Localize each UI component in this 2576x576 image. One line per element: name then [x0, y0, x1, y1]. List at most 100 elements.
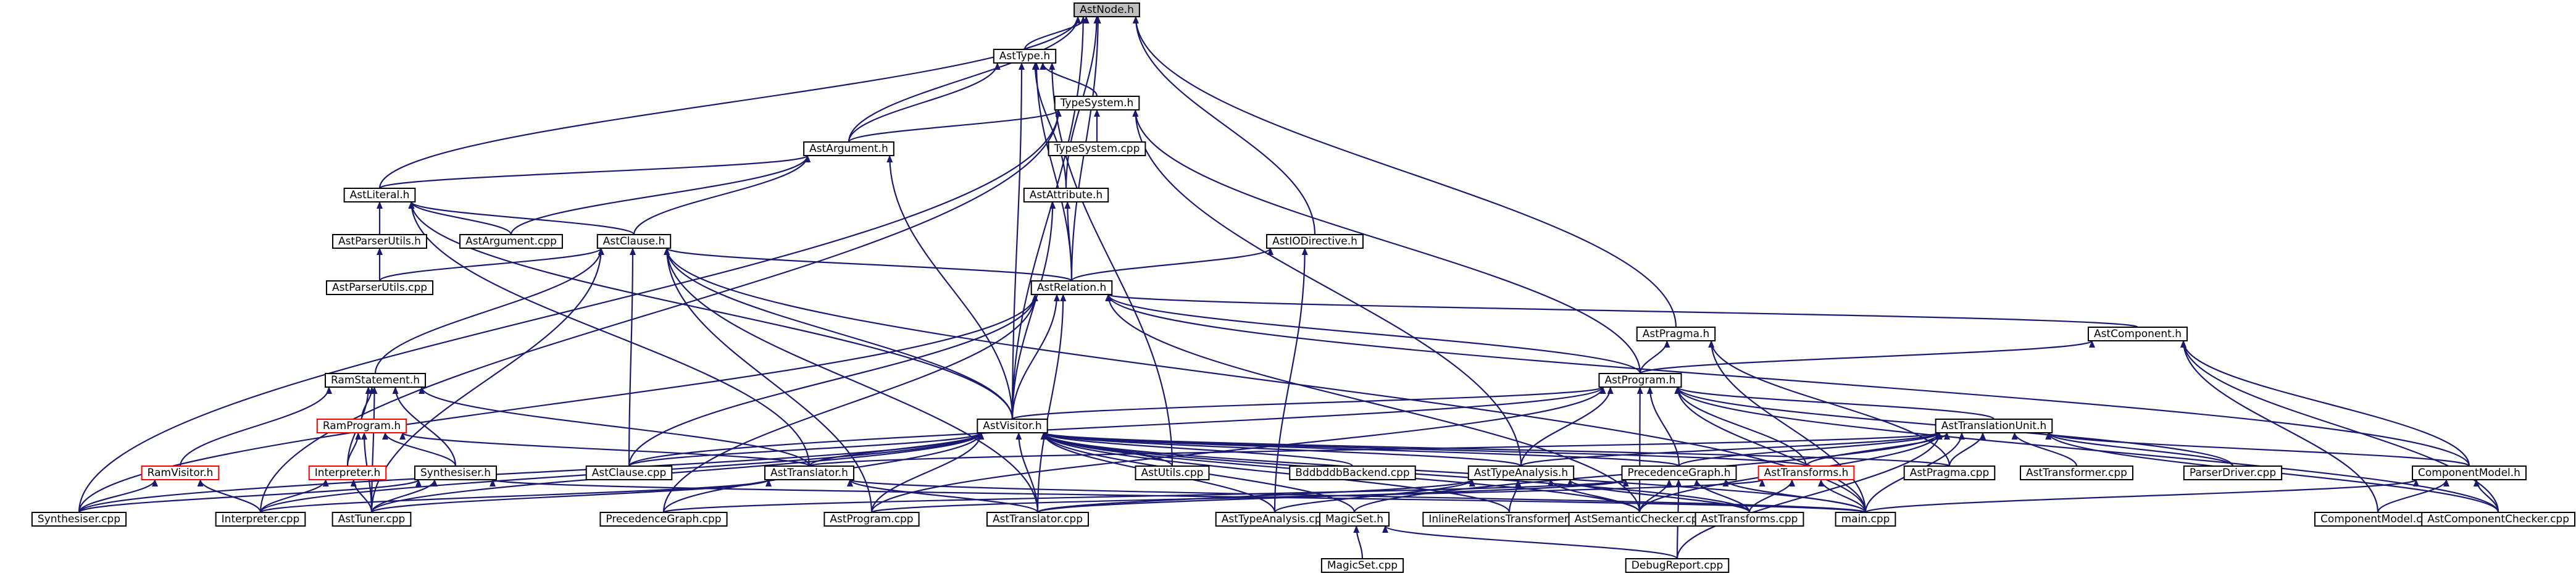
node-box — [1320, 558, 1404, 573]
node-magic-set-cpp[interactable]: MagicSet.cpp — [1320, 558, 1404, 573]
node-label: Synthesiser.h — [420, 467, 491, 479]
edge-ast-visitor-to-ast-attribute — [1011, 201, 1056, 420]
edge-ast-clause-cpp-to-ast-clause — [628, 248, 636, 467]
edge-synthesiser-cpp-to-synthesiser — [78, 478, 422, 514]
edge-ast-translator-cpp-to-ast-clause — [664, 248, 1039, 513]
edge-main-cpp-to-ast-translator — [847, 478, 1867, 514]
node-ast-clause[interactable]: AstClause.h — [596, 234, 672, 249]
edge-ast-clause-to-ast-argument — [633, 155, 811, 235]
edge-main-cpp-to-ast-program — [1674, 386, 1867, 513]
node-ast-type-analysis[interactable]: AstTypeAnalysis.h — [1467, 465, 1575, 480]
edge-ast-clause-cpp-to-ast-visitor — [628, 432, 985, 467]
node-ast-translator-cpp[interactable]: AstTranslator.cpp — [986, 512, 1090, 527]
edge-ast-semantic-checker-cpp-to-ast-relation — [1105, 294, 1641, 513]
node-type-system[interactable]: TypeSystem.h — [1054, 96, 1140, 111]
node-box — [1135, 465, 1210, 480]
node-parser-driver-cpp[interactable]: ParserDriver.cpp — [2183, 465, 2283, 480]
edge-debug-report-cpp-to-ast-translation-unit — [1676, 432, 1943, 559]
node-box — [2421, 512, 2575, 527]
edge-ast-visitor-to-ast-relation — [1011, 294, 1060, 420]
node-label: AstTuner.cpp — [338, 513, 406, 525]
node-ram-visitor[interactable]: RamVisitor.h — [141, 465, 220, 480]
node-interpreter-cpp[interactable]: Interpreter.cpp — [215, 512, 306, 527]
node-synthesiser[interactable]: Synthesiser.h — [414, 465, 498, 480]
node-ast-program-cpp[interactable]: AstProgram.cpp — [823, 512, 920, 527]
node-label: AstUtils.cpp — [1141, 467, 1204, 479]
node-ast-argument[interactable]: AstArgument.h — [803, 141, 894, 156]
node-label: AstProgram.cpp — [830, 513, 913, 525]
edge-inline-relations-transformer-to-ast-type-analysis — [1508, 479, 1522, 513]
node-ast-pragma-cpp[interactable]: AstPragma.cpp — [1903, 465, 1996, 480]
node-ast-tuner-cpp[interactable]: AstTuner.cpp — [331, 512, 412, 527]
node-box — [823, 512, 920, 527]
edge-ast-visitor-to-ast-program — [1011, 386, 1606, 420]
edge-ast-visitor-to-ast-node — [1011, 16, 1086, 420]
node-ast-argument-cpp[interactable]: AstArgument.cpp — [459, 234, 563, 249]
node-synthesiser-cpp[interactable]: Synthesiser.cpp — [31, 512, 127, 527]
node-ast-parser-utils[interactable]: AstParserUtils.h — [332, 234, 427, 249]
node-component-model[interactable]: ComponentModel.h — [2412, 465, 2527, 480]
edge-precedence-graph-cpp-to-precedence-graph — [662, 478, 1628, 514]
node-box — [1625, 558, 1730, 573]
node-ast-visitor[interactable]: AstVisitor.h — [977, 419, 1048, 433]
node-label: AstArgument.cpp — [465, 235, 557, 248]
node-ast-relation[interactable]: AstRelation.h — [1030, 280, 1113, 295]
node-ast-transformer-cpp[interactable]: AstTransformer.cpp — [2020, 465, 2133, 480]
node-label: AstLiteral.h — [350, 189, 410, 201]
node-ast-component[interactable]: AstComponent.h — [2087, 327, 2188, 341]
node-ast-pragma[interactable]: AstPragma.h — [1636, 327, 1716, 341]
node-inline-relations-transformer[interactable]: InlineRelationsTransformer.cpp — [1422, 512, 1596, 527]
node-ast-parser-utils-cpp[interactable]: AstParserUtils.cpp — [325, 280, 434, 295]
edge-precedence-graph-to-ast-translation-unit — [1678, 432, 1943, 467]
node-ast-node[interactable]: AstNode.h — [1073, 2, 1140, 17]
edge-ast-transforms-cpp-to-ast-transforms — [1748, 479, 1795, 513]
edge-ast-translator-to-ast-literal — [408, 201, 811, 467]
node-label: AstParserUtils.h — [338, 235, 421, 248]
node-ast-attribute[interactable]: AstAttribute.h — [1023, 188, 1109, 202]
edge-ast-translator-cpp-to-ast-translator — [847, 479, 1039, 513]
node-ast-translation-unit[interactable]: AstTranslationUnit.h — [1935, 419, 2053, 433]
node-interpreter[interactable]: Interpreter.h — [308, 465, 387, 480]
node-precedence-graph-cpp[interactable]: PrecedenceGraph.cpp — [599, 512, 728, 527]
node-ast-type-analysis-cpp[interactable]: AstTypeAnalysis.cpp — [1215, 512, 1335, 527]
edge-ast-type-analysis-to-ast-visitor — [1041, 432, 1522, 467]
node-type-system-cpp[interactable]: TypeSystem.cpp — [1048, 141, 1146, 156]
node-ast-program[interactable]: AstProgram.h — [1598, 373, 1682, 388]
edge-ast-transforms-to-ast-program — [1674, 386, 1807, 467]
nodes-layer: AstNode.hAstType.hTypeSystem.hTypeSystem… — [31, 2, 2575, 573]
node-label: RamProgram.h — [323, 420, 401, 432]
edge-synthesiser-cpp-to-ram-visitor — [78, 479, 158, 513]
node-debug-report-cpp[interactable]: DebugReport.cpp — [1625, 558, 1730, 573]
edge-interpreter-cpp-to-ram-visitor — [197, 479, 262, 513]
node-label: AstTransformer.cpp — [2026, 467, 2127, 479]
node-ast-translator[interactable]: AstTranslator.h — [764, 465, 854, 480]
node-label: AstTransforms.cpp — [1701, 513, 1798, 525]
node-ast-utils-cpp[interactable]: AstUtils.cpp — [1135, 465, 1210, 480]
node-ram-statement[interactable]: RamStatement.h — [324, 373, 427, 388]
node-box — [215, 512, 306, 527]
node-box — [1319, 512, 1390, 527]
node-bddbddb-backend[interactable]: BddbddbBackend.cpp — [1289, 465, 1416, 480]
edge-ast-program-cpp-to-ast-clause — [664, 248, 873, 513]
node-label: AstTranslator.h — [770, 467, 848, 479]
node-ast-semantic-checker-cpp[interactable]: AstSemanticChecker.cpp — [1568, 512, 1711, 527]
node-ast-type[interactable]: AstType.h — [993, 49, 1057, 64]
node-magic-set[interactable]: MagicSet.h — [1319, 512, 1390, 527]
node-component-model-cpp[interactable]: ComponentModel.cpp — [2314, 512, 2442, 527]
edge-ast-semantic-checker-cpp-to-precedence-graph — [1638, 479, 1672, 513]
node-main-cpp[interactable]: main.cpp — [1835, 512, 1896, 527]
edge-parser-driver-cpp-to-ast-translation-unit — [2045, 432, 2234, 467]
edge-ast-pragma-cpp-to-ast-visitor — [1041, 432, 1951, 467]
node-ast-transforms-cpp[interactable]: AstTransforms.cpp — [1694, 512, 1804, 527]
node-ast-literal[interactable]: AstLiteral.h — [343, 188, 416, 202]
node-ast-clause-cpp[interactable]: AstClause.cpp — [585, 465, 673, 480]
node-ast-iodirective[interactable]: AstIODirective.h — [1266, 234, 1364, 249]
node-ast-transforms[interactable]: AstTransforms.h — [1757, 465, 1855, 480]
edge-synthesiser-to-ram-program — [382, 432, 457, 467]
node-box — [2087, 327, 2188, 341]
node-box — [1467, 465, 1575, 480]
node-precedence-graph[interactable]: PrecedenceGraph.h — [1621, 465, 1737, 480]
node-box — [141, 465, 220, 480]
node-ram-program[interactable]: RamProgram.h — [316, 419, 407, 433]
node-ast-component-checker-cpp[interactable]: AstComponentChecker.cpp — [2421, 512, 2575, 527]
